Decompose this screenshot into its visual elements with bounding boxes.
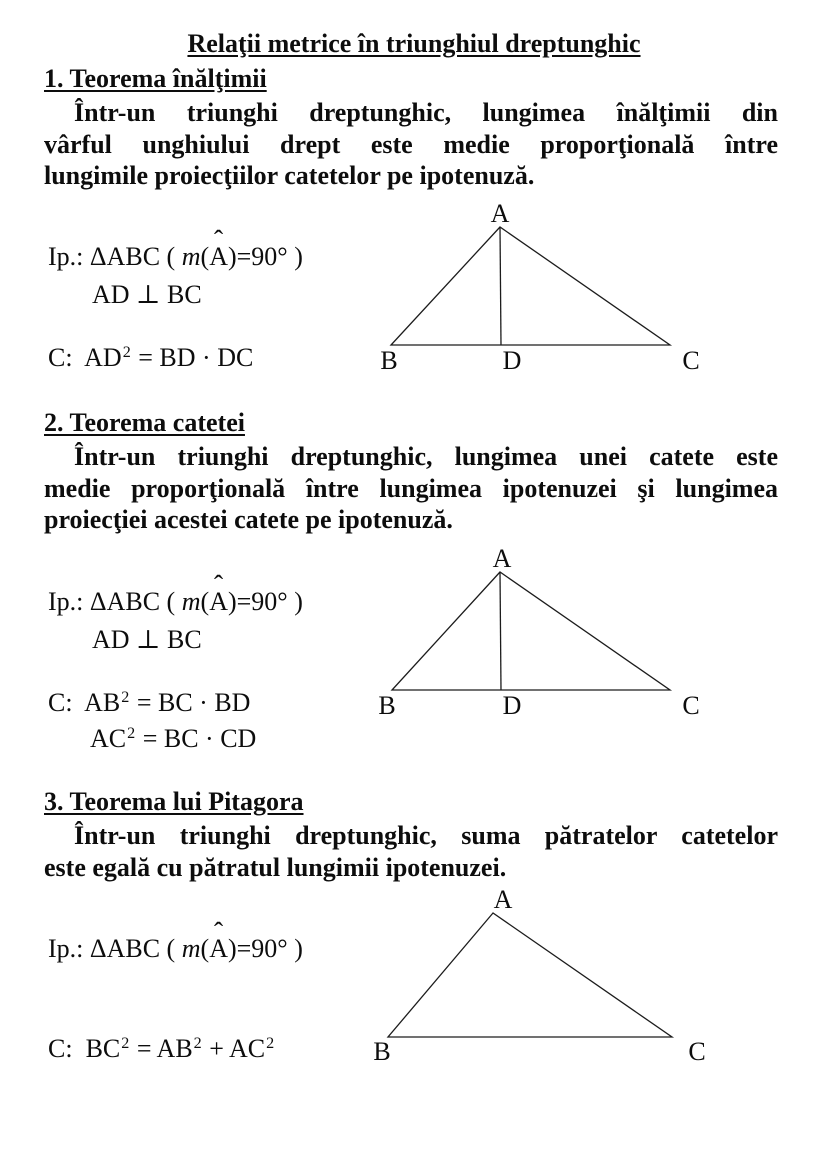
section-1-hypothesis-line2: AD ⊥ BC — [92, 280, 202, 309]
exponent: 2 — [122, 344, 131, 362]
triangle-outline — [386, 912, 675, 1038]
paragraph-line: Într-un triunghi dreptunghic, suma pătra… — [74, 821, 778, 850]
triangle-outline — [389, 226, 673, 346]
paragraph-line: vârful unghiului drept este medie propor… — [44, 129, 778, 159]
altitude-line — [499, 226, 502, 346]
exponent: 2 — [266, 1035, 275, 1053]
document-title: Relaţii metrice în triunghiul dreptunghi… — [187, 29, 641, 58]
section-2-paragraph: Într-un triunghi dreptunghic, lungimea u… — [44, 441, 778, 536]
section-2-hypothesis-line2: AD ⊥ BC — [92, 625, 202, 654]
exponent: 2 — [121, 689, 130, 707]
triangle-diagram-2: A B D C — [378, 544, 699, 720]
exponent: 2 — [193, 1035, 202, 1053]
vertex-label-a: A — [494, 886, 513, 914]
foot-label-d: D — [503, 346, 522, 375]
paragraph-line: medie proporţională între lungimea ipote… — [44, 473, 778, 503]
paragraph-line: proiecţiei acestei catete pe ipotenuză. — [44, 505, 453, 534]
section-1-heading: 1. Teorema înălţimii — [44, 64, 267, 93]
triangle-diagram-3: A B C — [373, 886, 705, 1066]
section-2-heading: 2. Teorema catetei — [44, 408, 245, 437]
hat-accent: ˆ — [214, 569, 224, 600]
section-3-heading: 3. Teorema lui Pitagora — [44, 787, 304, 816]
exponent: 2 — [127, 725, 136, 743]
section-1-paragraph: Într-un triunghi dreptunghic, lungimea î… — [44, 97, 778, 192]
section-3-paragraph: Într-un triunghi dreptunghic, suma pătra… — [44, 820, 778, 883]
altitude-line — [499, 571, 502, 691]
vertex-label-b: B — [378, 691, 395, 720]
section-3-conclusion: C: BC2 = AB2 + AC2 — [48, 1034, 275, 1063]
hat-accent: ˆ — [214, 224, 224, 255]
vertex-label-b: B — [380, 346, 397, 375]
vertex-label-b: B — [373, 1037, 390, 1066]
section-2-conclusion-2: AC2 = BC · CD — [90, 724, 257, 753]
section-2-conclusion-1: C: AB2 = BC · BD — [48, 688, 251, 717]
vertex-label-c: C — [682, 691, 699, 720]
triangle-diagram-1: A B D C — [380, 199, 699, 375]
foot-label-d: D — [503, 691, 522, 720]
hat-accent: ˆ — [214, 916, 224, 947]
triangle-outline — [390, 571, 673, 691]
vertex-label-a: A — [493, 544, 512, 573]
vertex-label-c: C — [682, 346, 699, 375]
exponent: 2 — [121, 1035, 130, 1053]
paragraph-line: Într-un triunghi dreptunghic, lungimea î… — [74, 98, 778, 127]
paragraph-line: Într-un triunghi dreptunghic, lungimea u… — [74, 442, 778, 471]
vertex-label-c: C — [688, 1037, 705, 1066]
section-1-conclusion: C: AD2 = BD · DC — [48, 343, 254, 372]
paragraph-line: este egală cu pătratul lungimii ipotenuz… — [44, 852, 507, 882]
vertex-label-a: A — [491, 199, 510, 228]
paragraph-line: lungimile proiecţiilor catetelor pe ipot… — [44, 161, 535, 190]
